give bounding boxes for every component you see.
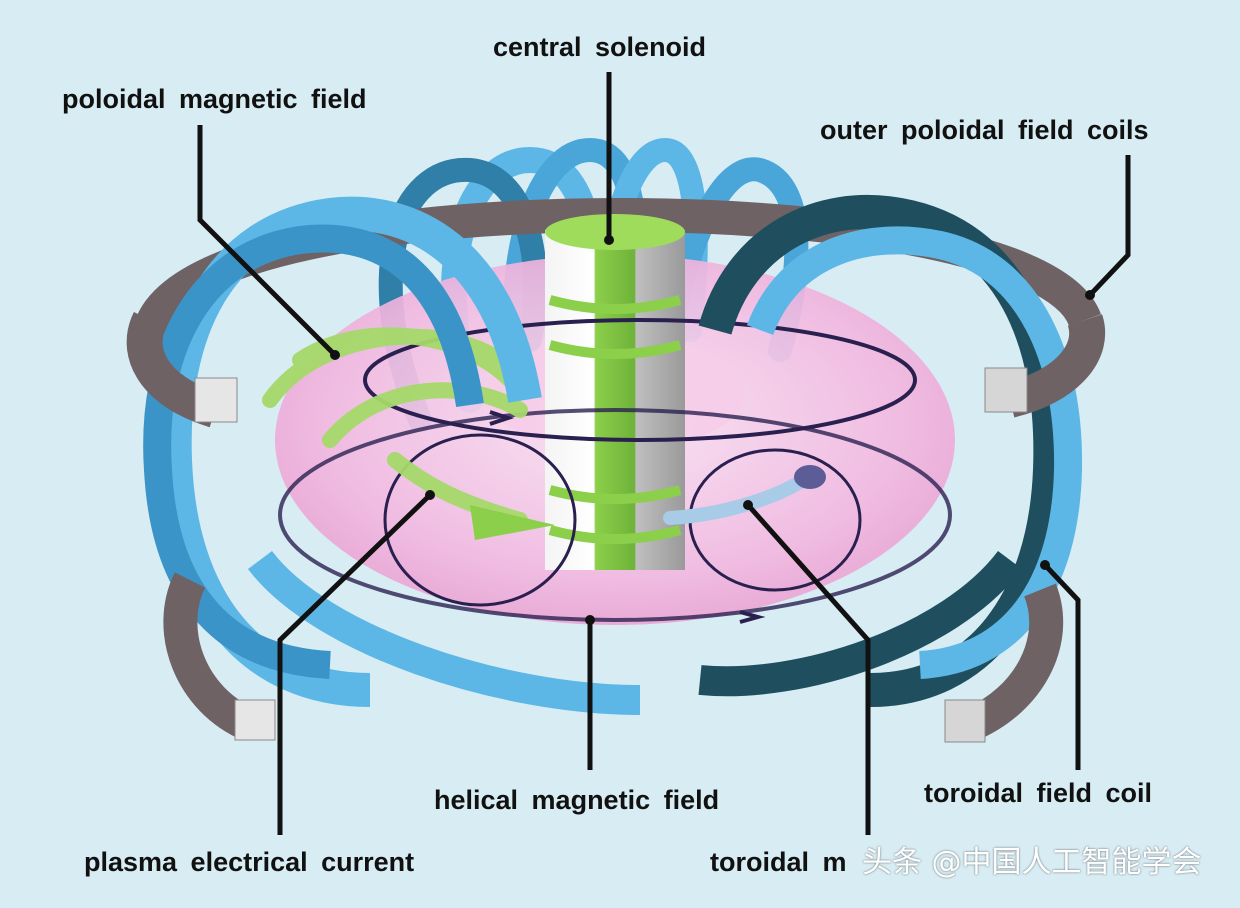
label-outer-poloidal-field-coils: outer poloidal field coils [820,115,1149,145]
label-plasma-electrical-current: plasma electrical current [84,847,415,877]
leader-toroidal-field [746,503,871,835]
leader-plasma-current [277,493,432,835]
label-helical-magnetic-field: helical magnetic field [434,785,720,815]
front-toroidal-coils [143,194,1083,715]
plasma-current-arrow [663,475,807,525]
plasma-current-arrowhead [794,465,826,489]
label-toroidal-field-coil: toroidal field coil [924,778,1153,808]
central-solenoid [545,214,685,570]
leader-poloidal-field [197,125,337,357]
poloidal-field-arrowhead [470,505,555,540]
leader-dots [330,235,1095,625]
leader-lines [197,72,1131,835]
leader-outer-poloidal [1088,155,1131,297]
watermark: 头条 @中国人工智能学会 [862,845,1202,880]
label-central-solenoid: central solenoid [493,32,707,62]
magnetic-field-lines [278,318,952,624]
outer-poloidal-coils-front [126,311,1106,743]
label-poloidal-magnetic-field: poloidal magnetic field [62,84,367,114]
leader-toroidal-coil [1043,563,1081,770]
label-toroidal-magnetic-field: toroidal m [710,847,847,877]
